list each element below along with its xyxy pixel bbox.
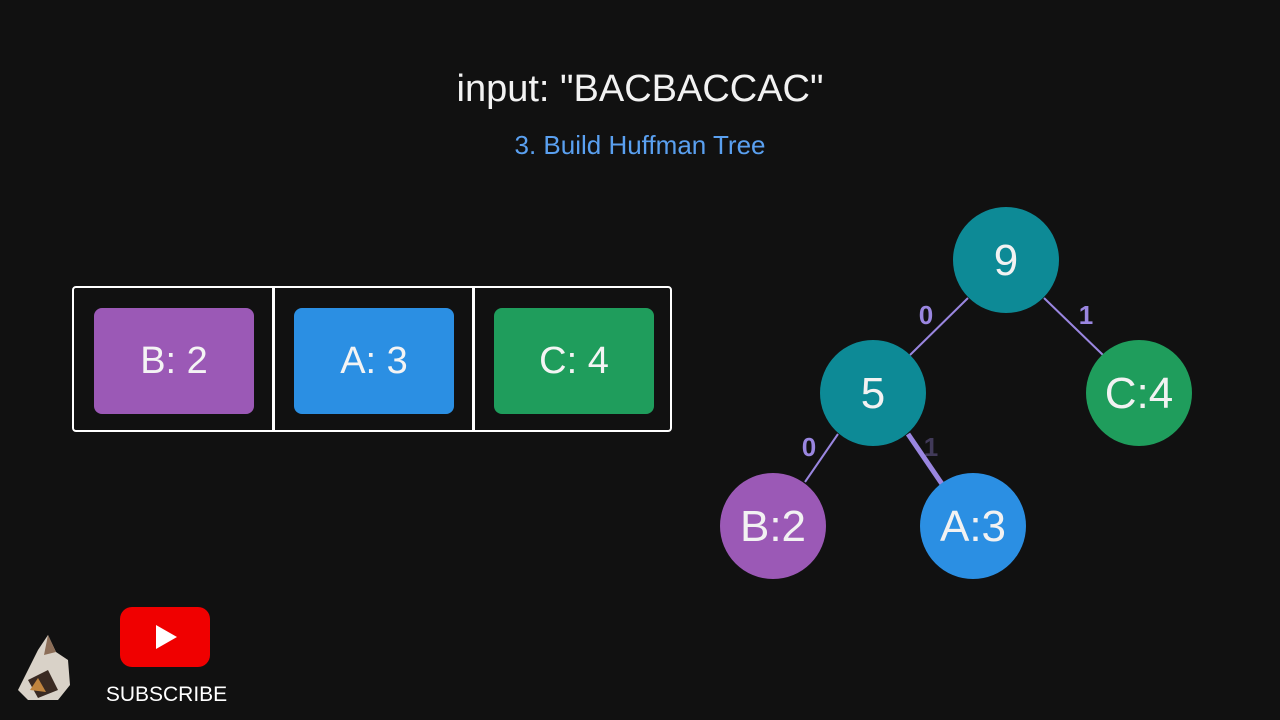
- step-subtitle: 3. Build Huffman Tree: [514, 130, 766, 160]
- node-root-label: 9: [994, 236, 1018, 285]
- node-internal: [820, 340, 926, 446]
- edge-label-internal-left: 0: [802, 432, 816, 462]
- page-title: input: "BACBACCAC": [456, 68, 824, 110]
- node-b-label: B:2: [740, 502, 806, 551]
- node-internal-label: 5: [861, 369, 885, 418]
- mascot-logo: [18, 635, 70, 700]
- edge-internal-right: [905, 432, 945, 486]
- queue-divider: [472, 288, 475, 430]
- queue-divider: [272, 288, 275, 430]
- youtube-icon[interactable]: [120, 607, 210, 667]
- edge-label-root-left: 0: [919, 300, 933, 330]
- queue-item-b: B: 2: [94, 308, 254, 414]
- queue-item-a: A: 3: [294, 308, 454, 414]
- node-a: [920, 473, 1026, 579]
- queue-item-c: C: 4: [494, 308, 654, 414]
- edge-internal-left: [804, 433, 839, 483]
- edge-root-left: [909, 297, 969, 356]
- edge-root-right: [1043, 297, 1104, 356]
- edge-label-root-right: 1: [1079, 300, 1093, 330]
- subscribe-label[interactable]: SUBSCRIBE: [105, 683, 228, 706]
- play-icon: [156, 625, 177, 649]
- node-c: [1086, 340, 1192, 446]
- node-a-label: A:3: [940, 502, 1006, 551]
- priority-queue: B: 2 A: 3 C: 4: [72, 286, 672, 432]
- node-root: [953, 207, 1059, 313]
- node-b: [720, 473, 826, 579]
- node-c-label: C:4: [1105, 369, 1173, 418]
- edge-label-internal-right: 1: [924, 432, 938, 462]
